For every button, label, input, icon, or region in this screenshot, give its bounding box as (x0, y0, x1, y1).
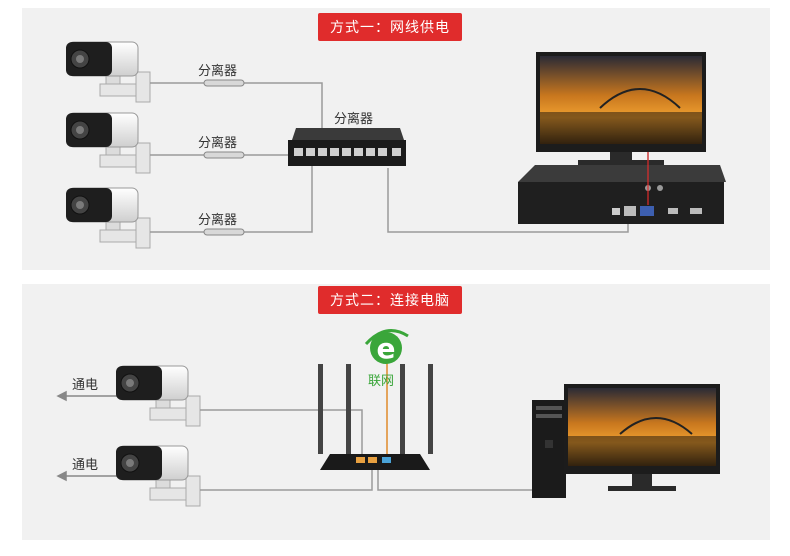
camera-4 (115, 365, 201, 427)
monitor-2 (564, 384, 720, 491)
power-label-1: 通电 (72, 378, 99, 393)
camera-1 (65, 41, 151, 103)
splitter-label-2: 分离器 (198, 136, 238, 151)
splitter-1 (203, 79, 245, 87)
internet-e-icon: e (364, 329, 409, 365)
monitor-1 (536, 52, 706, 166)
section1-title-badge: 方式一：网线供电 (318, 13, 462, 41)
svg-text:e: e (377, 332, 396, 365)
power-label-2: 通电 (72, 458, 99, 473)
splitter-3 (203, 228, 245, 236)
pc-tower (532, 400, 566, 498)
section2-title-badge: 方式二：连接电脑 (318, 286, 462, 314)
internet-label: 联网 (368, 374, 395, 389)
splitter-label-1: 分离器 (198, 64, 238, 79)
poe-switch (288, 128, 406, 166)
cables-section2 (200, 356, 540, 491)
camera-5 (115, 445, 201, 507)
nvr-recorder (518, 165, 726, 224)
camera-2 (65, 112, 151, 174)
switch-splitter-label: 分离器 (334, 112, 374, 127)
splitter-label-3: 分离器 (198, 213, 238, 228)
router (318, 364, 433, 470)
camera-3 (65, 187, 151, 249)
splitter-2 (203, 151, 245, 159)
power-arrows (56, 390, 118, 482)
